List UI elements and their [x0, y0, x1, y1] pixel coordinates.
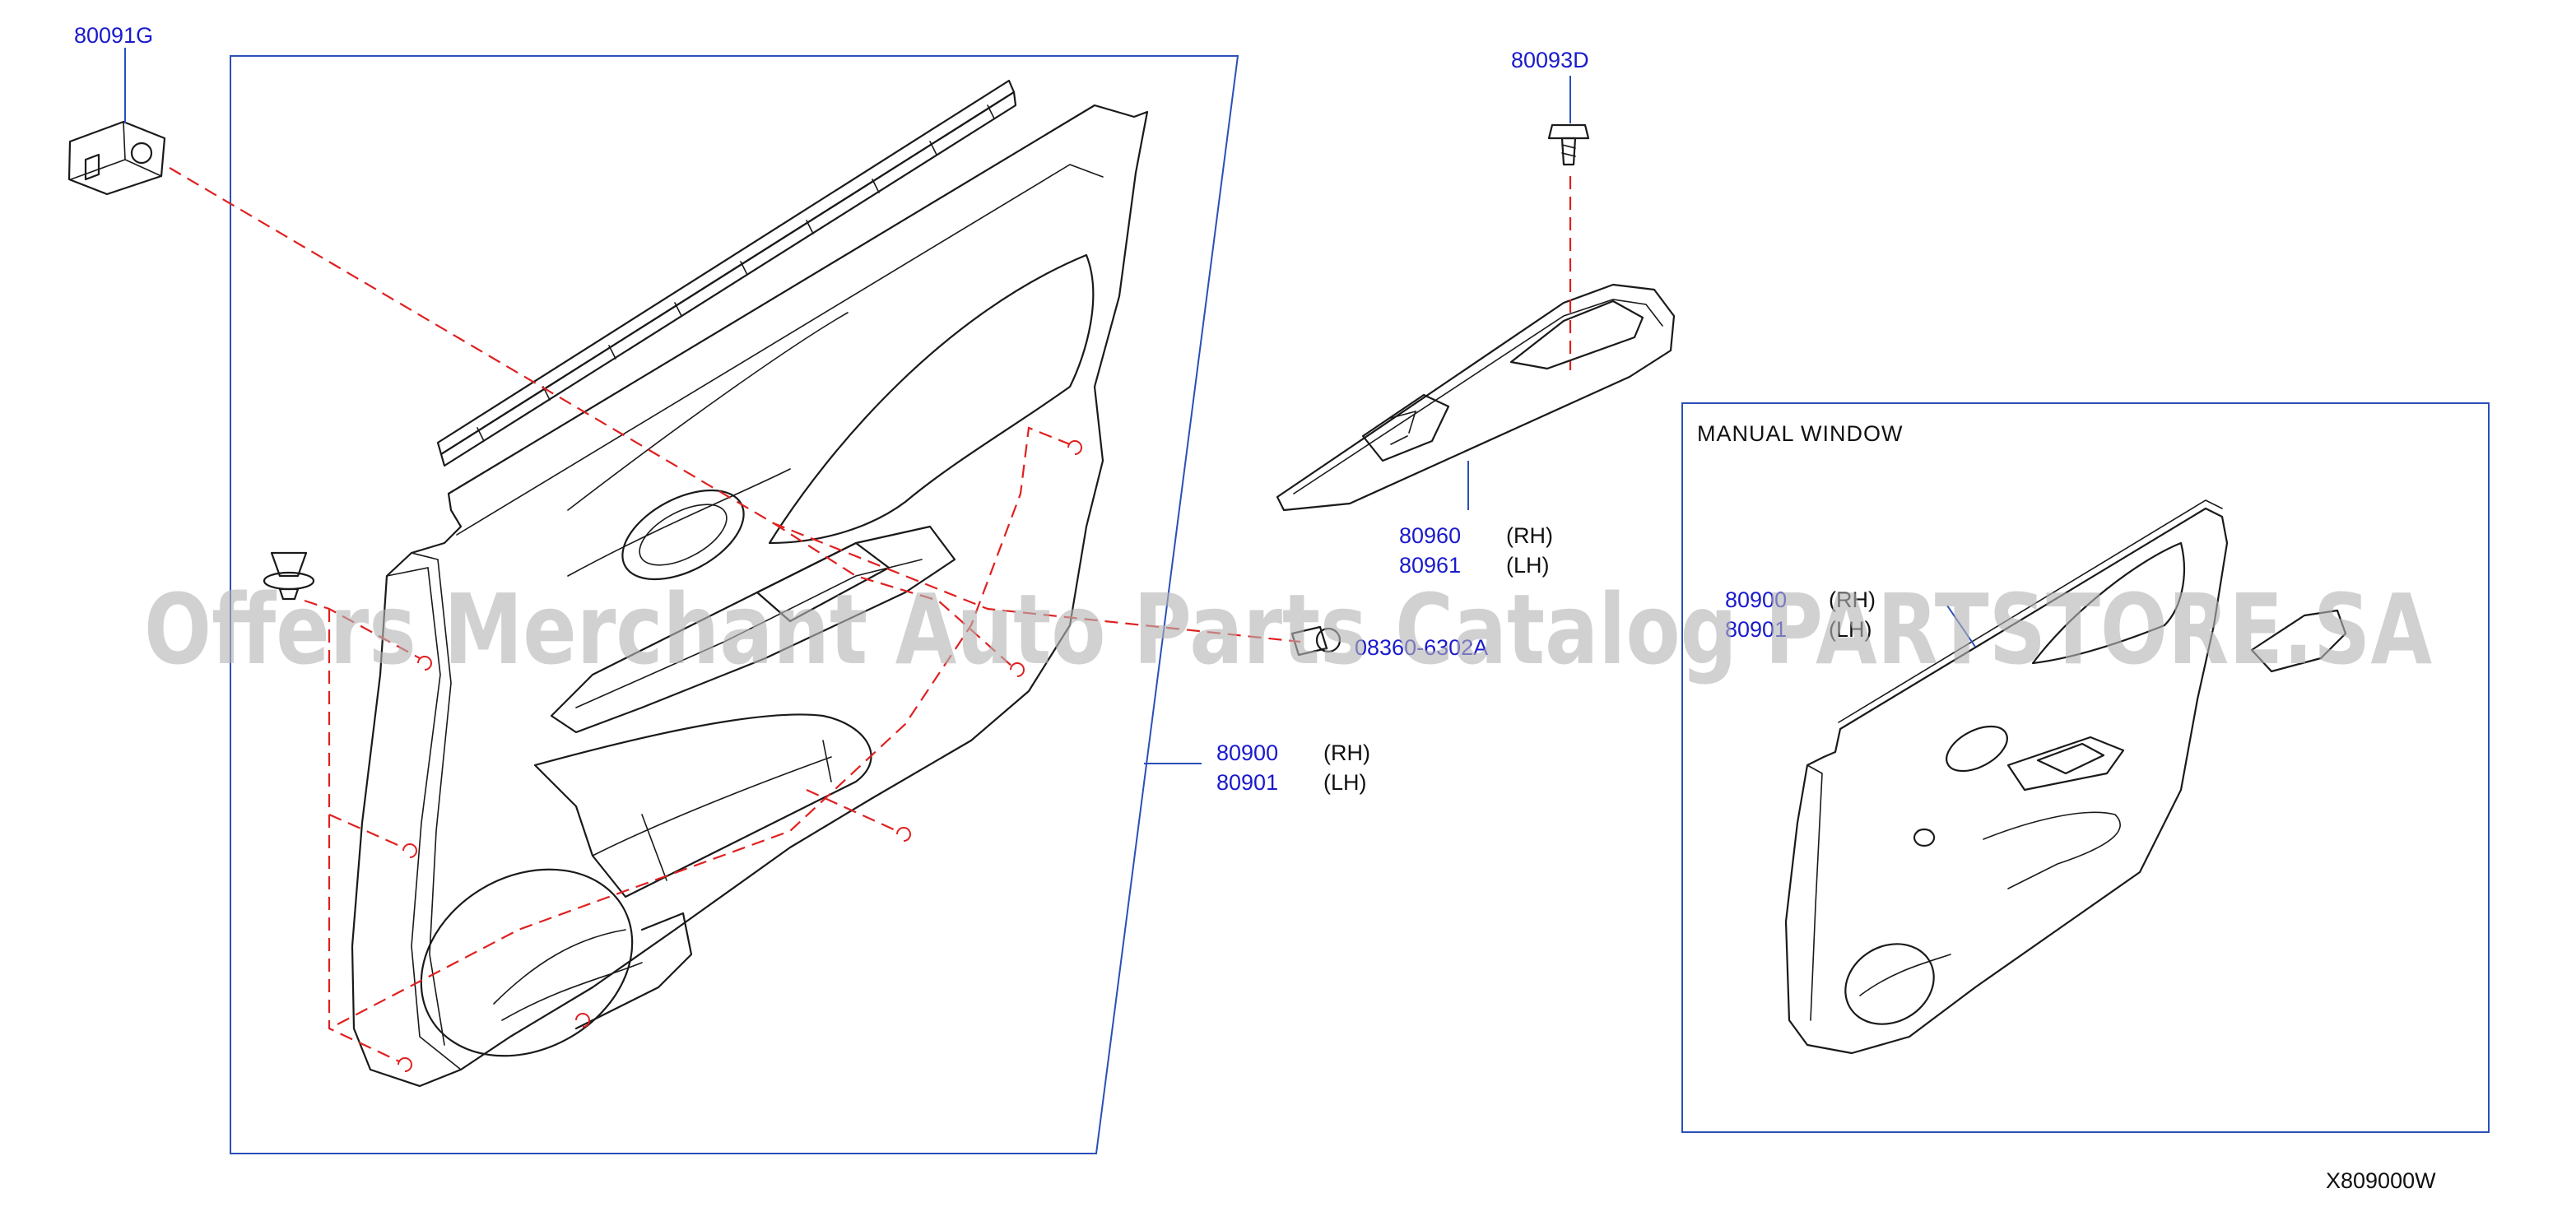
screw-clip-icon	[1290, 625, 1341, 657]
inset-title: MANUAL WINDOW	[1697, 421, 1904, 446]
inset-switch-bezel	[2250, 609, 2347, 673]
callout-08360-6302A: 08360-6302A	[1355, 635, 1488, 660]
figure-code: X809000W	[2326, 1168, 2436, 1193]
callout-80901-tag: (LH)	[1323, 770, 1367, 795]
callout-80960-tag: (RH)	[1506, 523, 1553, 548]
callout-80093D: 80093D	[1511, 48, 1589, 72]
callout-80961-tag: (LH)	[1506, 553, 1550, 578]
door-trim-panel	[351, 79, 1149, 1088]
assembly-leaders	[169, 167, 1572, 1072]
watermark-text: Offers Merchant Auto Parts Catalog PARTS…	[144, 573, 2432, 686]
door-trim-frame	[230, 55, 1239, 1154]
switch-finisher-panel	[1276, 283, 1676, 512]
manual-window-inset-frame	[1681, 402, 2490, 1133]
inset-callout-80901-tag: (LH)	[1829, 617, 1872, 642]
callout-80900: 80900	[1216, 740, 1278, 765]
inset-callout-80900: 80900	[1725, 587, 1787, 612]
callout-80961: 80961	[1399, 553, 1461, 578]
callout-80900-tag: (RH)	[1323, 740, 1370, 765]
manual-window-door-panel	[1784, 499, 2229, 1055]
screw-icon	[1547, 123, 1590, 166]
callout-80960: 80960	[1399, 523, 1461, 548]
inset-trim-leader	[1946, 605, 1976, 648]
inset-callout-80900-tag: (RH)	[1829, 587, 1876, 612]
retainer-clip-icon	[67, 120, 166, 196]
push-clip-icon	[263, 551, 315, 601]
callout-80901: 80901	[1216, 770, 1278, 795]
callout-80091G: 80091G	[74, 23, 153, 48]
inset-callout-80901: 80901	[1725, 617, 1787, 642]
